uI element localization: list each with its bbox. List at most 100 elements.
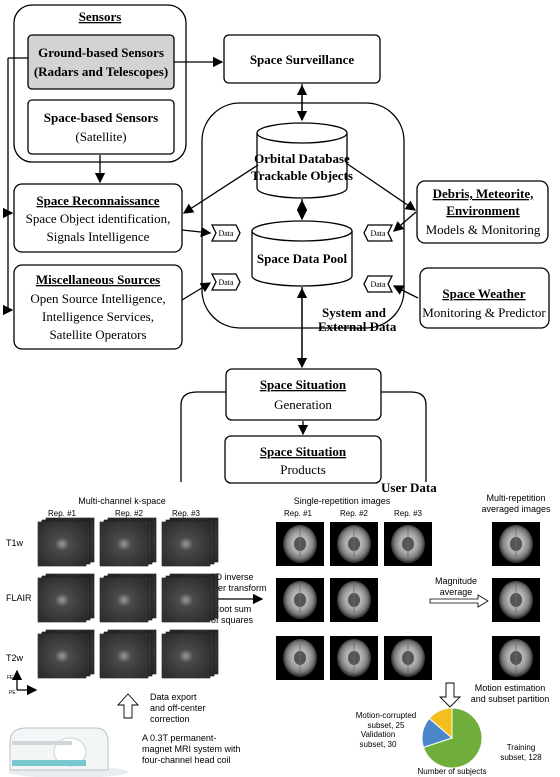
mri-scanner-image [8,727,128,777]
kspace-tile [99,629,157,679]
connectors [2,56,419,436]
svg-text:Data: Data [370,229,386,238]
motion-label-1: Motion estimation [475,683,546,693]
situation-prod-sub: Products [280,462,326,477]
kspace-tile [161,629,219,679]
misc-sources-box [13,264,183,350]
space-recon-line2: Signals Intelligence [47,229,150,244]
situation-gen-title: Space Situation [260,377,347,392]
ifft-label-2: Fourier transform [197,583,266,593]
mri-slice-image [384,636,432,680]
mri-slice-image [330,578,378,622]
svg-text:Data: Data [370,280,386,289]
space-recon-box [13,183,183,253]
debris-title-2: Environment [446,203,520,218]
mri-slice-image [276,578,324,622]
single-header: Single-repetition images [294,496,391,506]
kspace-tile [37,629,95,679]
kspace-tile [99,573,157,623]
mri-slice-image [384,522,432,566]
kspace-rep-3: Rep. #3 [172,509,201,518]
debris-sub: Models & Monitoring [426,222,541,237]
kspace-tile [37,517,95,567]
space-sensors-box [27,99,175,155]
space-weather-sub: Monitoring & Predictor [422,305,546,320]
misc-line2: Intelligence Services, [42,309,154,324]
export-arrow [116,693,140,719]
row-label-flair: FLAIR [6,593,32,603]
misc-line1: Open Source Intelligence, [30,291,165,306]
ground-sensors-line1: Ground-based Sensors [38,45,164,60]
kspace-tile [99,517,157,567]
sensors-group: Sensors Ground-based Sensors (Radars and… [13,4,187,163]
situation-prod-title: Space Situation [260,444,347,459]
mri-slice-image [492,522,540,566]
mri-label-1: A 0.3T permanent- [142,733,216,743]
bottom-figure: Multi-channel k-space Single-repetition … [6,493,551,777]
export-label-2: and off-center [150,703,205,713]
data-tag-right-bottom: Data [363,275,394,293]
misc-title: Miscellaneous Sources [36,272,160,287]
pie-label-motion-1: Motion-corrupted [356,711,416,720]
space-recon-title: Space Reconnaissance [36,193,159,208]
data-tag-right-top: Data [363,224,394,242]
data-tag-left-top: Data [210,224,241,242]
mri-label-3: four-channel head coil [142,755,231,765]
multi-header-2: averaged images [481,504,551,514]
pie-label-validation-2: subset, 30 [360,740,397,749]
magnitude-label-1: Magnitude [435,576,477,586]
mri-slice-image [492,636,540,680]
space-sensors-line1: Space-based Sensors [44,110,159,125]
space-data-pool-label: Space Data Pool [257,251,348,266]
pie-label-motion-2: subset, 25 [368,721,405,730]
row-label-t1w: T1w [6,538,24,548]
row-label-t2w: T2w [6,653,24,663]
img-rep-2: Rep. #2 [340,509,369,518]
kspace-tile [161,573,219,623]
kspace-tiles [37,517,219,679]
export-label-3: correction [150,714,190,724]
mri-label-2: magnet MRI system with [142,744,241,754]
pie-chart [421,707,483,769]
ground-sensors-box [27,34,175,90]
mri-slice-image [330,522,378,566]
space-weather-title: Space Weather [442,286,525,301]
system-external-line2: External Data [318,319,397,334]
space-surveillance-box [223,34,381,84]
ifft-label-1: 2D inverse [210,572,253,582]
pie-label-validation-1: Validation [361,730,396,739]
mri-slice-image [276,636,324,680]
pie-label-training-2: subset, 128 [500,753,542,762]
orbital-db-line2: Trackable Objects [251,168,353,183]
rss-label-1: Root sum [213,604,252,614]
misc-line3: Satellite Operators [49,327,146,342]
kspace-rep-2: Rep. #2 [115,509,144,518]
export-label-1: Data export [150,692,197,702]
pe-label: PE [9,690,16,696]
space-data-pool: Space Data Pool [251,220,353,287]
sensors-title: Sensors [79,9,122,24]
user-data-label: User Data [381,480,437,495]
pie-label-training-1: Training [507,743,536,752]
svg-text:Data: Data [218,229,234,238]
mri-slice-image [330,636,378,680]
fe-label: FE [7,675,14,681]
ground-sensors-line2: (Radars and Telescopes) [34,64,168,79]
kspace-tile [37,573,95,623]
situation-products-box [224,435,382,484]
orbital-database: Orbital Database Trackable Objects [251,122,353,199]
space-surveillance-label: Space Surveillance [250,52,355,67]
img-rep-3: Rep. #3 [394,509,423,518]
orbital-db-line1: Orbital Database [254,151,350,166]
situation-gen-sub: Generation [274,397,332,412]
data-tag-left-bottom: Data [210,273,241,291]
pie-slice-motion-corrupted-subset [428,707,453,740]
mri-slice-image [492,578,540,622]
pie-caption: Number of subjects [418,767,487,776]
rss-label-2: of squares [211,615,254,625]
space-recon-line1: Space Object identification, [26,211,171,226]
partition-arrow [438,682,462,708]
space-weather-box [419,267,550,329]
motion-label-2: and subset partition [471,694,550,704]
